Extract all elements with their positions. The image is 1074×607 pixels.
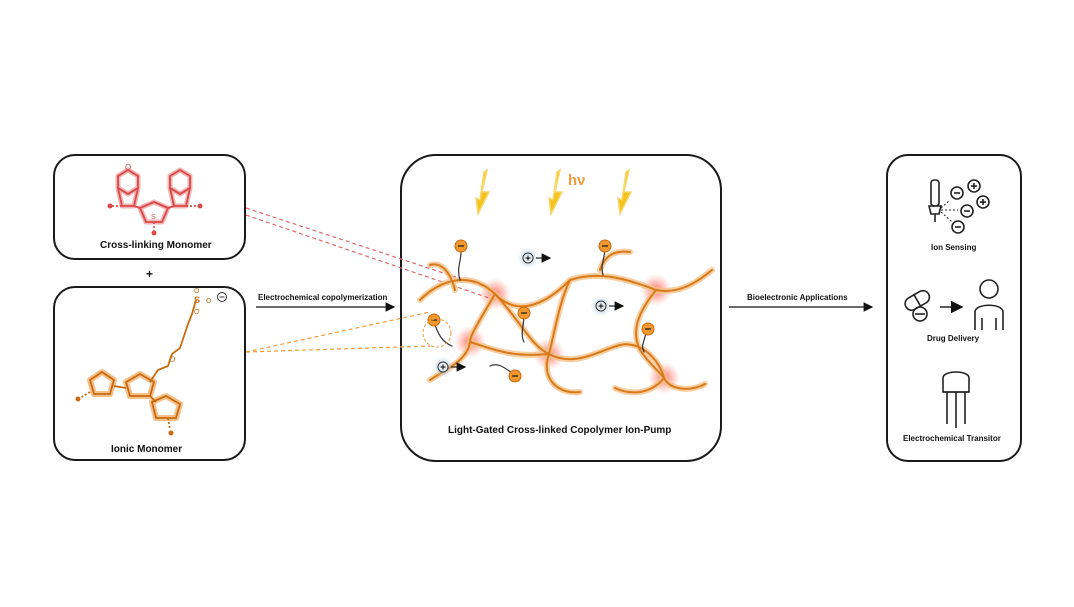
sulfonate-oxygen-right: O: [206, 298, 212, 305]
sulfonate-oxygen-bottom: O: [194, 309, 200, 316]
ether-oxygen: O: [169, 355, 175, 364]
lightning-icon: [475, 168, 633, 217]
light-label: hν: [568, 172, 586, 189]
ring-atom-o: O: [125, 163, 131, 172]
ion-pump-label: Light-Gated Cross-linked Copolymer Ion-P…: [448, 425, 672, 436]
ion-sensing-icon: [927, 179, 990, 234]
ionic-dashed-lines: [245, 311, 431, 353]
crosslinking-monomer-panel: [53, 154, 246, 260]
crosslinking-monomer-label: Cross-linking Monomer: [100, 240, 212, 251]
crosslinking-monomer-structure: O S: [107, 163, 203, 236]
applications-arrow-label: Bioelectronic Applications: [747, 293, 848, 302]
ring-atom-s: S: [151, 214, 156, 221]
drug-delivery-icon: [904, 279, 1004, 330]
anion-markers: [422, 239, 655, 383]
transistor-label: Electrochemical Transitor: [903, 434, 1001, 443]
sulfonate-oxygen-top: O: [194, 288, 200, 295]
ion-sensing-label: Ion Sensing: [931, 243, 977, 252]
ionic-monomer-label: Ionic Monomer: [111, 444, 183, 455]
ionic-monomer-structure: O S O O O: [75, 288, 227, 436]
crosslink-dashed-lines: [245, 207, 496, 301]
plus-sign: +: [146, 267, 154, 281]
transistor-icon: [942, 371, 970, 428]
ionic-monomer-panel: [53, 286, 246, 461]
copolymerization-label: Electrochemical copolymerization: [258, 293, 388, 302]
sulfonate-sulfur: S: [194, 295, 200, 305]
cation-markers: [432, 247, 625, 378]
drug-delivery-label: Drug Delivery: [927, 334, 980, 343]
